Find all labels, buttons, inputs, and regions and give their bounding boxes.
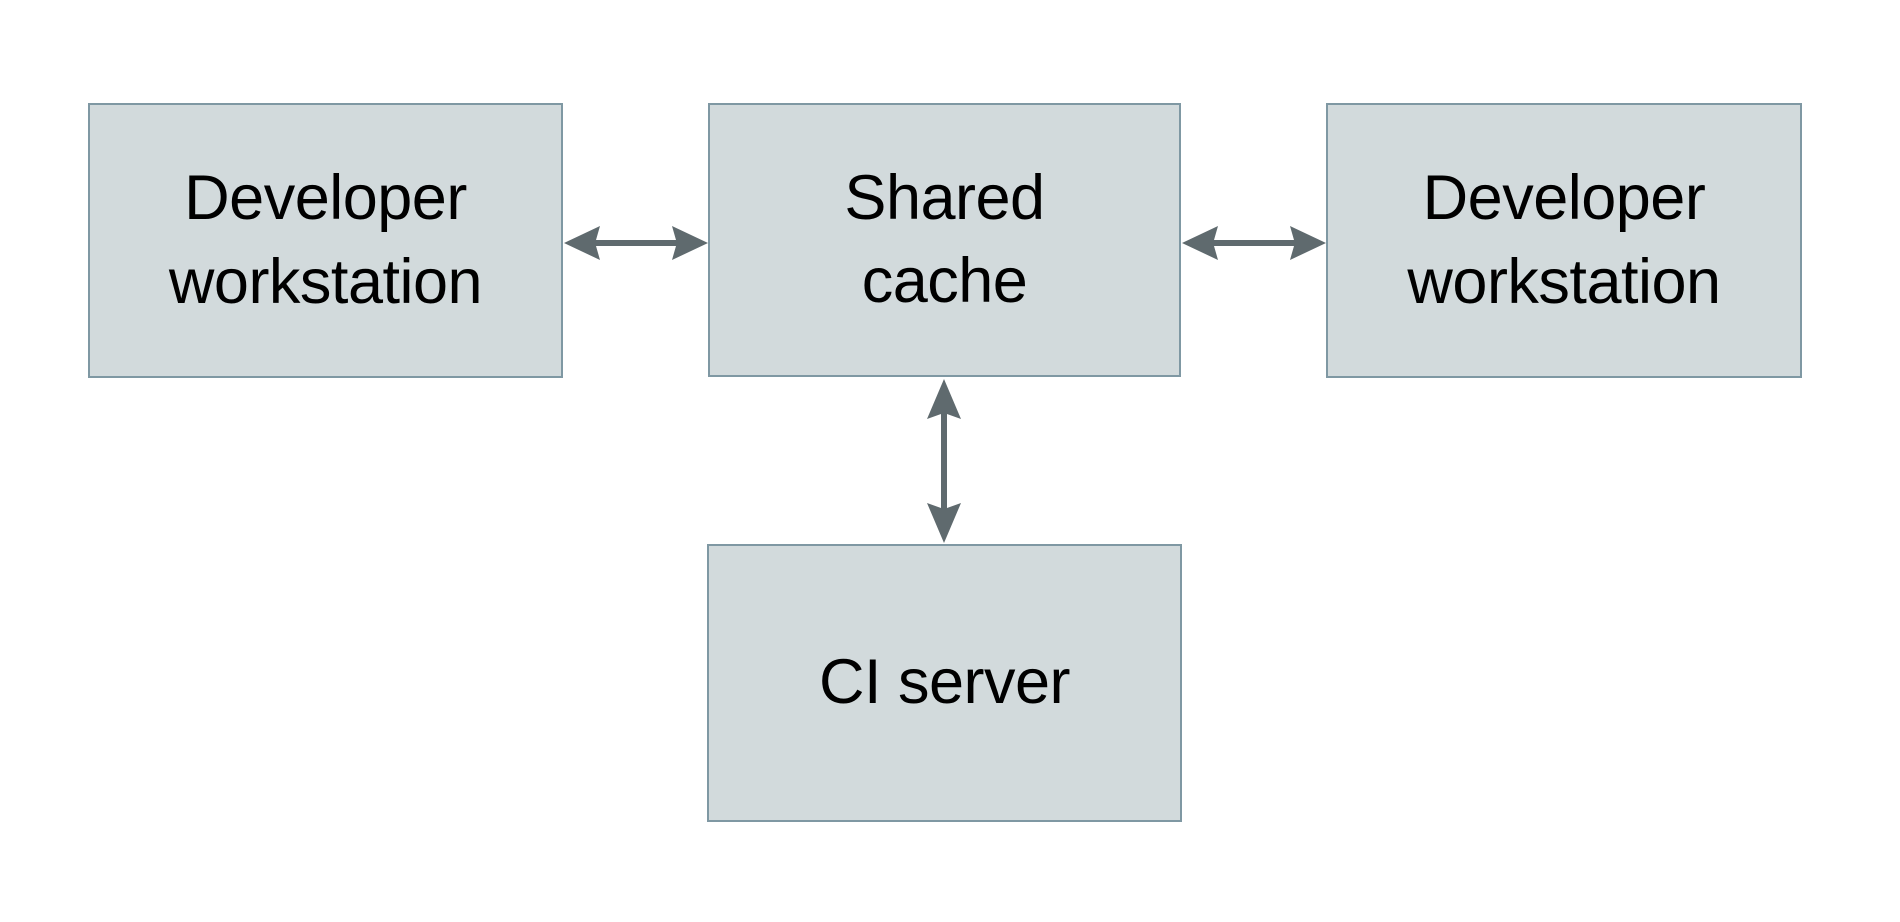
double-headed-arrow-icon (927, 379, 961, 543)
node-developer-workstation-left[interactable]: Developer workstation (88, 103, 563, 378)
node-label: Developer workstation (1407, 163, 1721, 317)
double-headed-arrow-icon (564, 226, 708, 260)
edge-shared-cache-to-ci-server[interactable] (913, 375, 975, 547)
double-headed-arrow-icon (1182, 226, 1326, 260)
edge-shared-cache-to-developer-right[interactable] (1178, 212, 1330, 274)
node-ci-server[interactable]: CI server (707, 544, 1182, 822)
node-label: Shared cache (844, 162, 1045, 316)
node-developer-workstation-right[interactable]: Developer workstation (1326, 103, 1802, 378)
node-label: Developer workstation (168, 163, 483, 317)
node-label: CI server (818, 647, 1071, 718)
edge-developer-left-to-shared-cache[interactable] (560, 212, 712, 274)
node-shared-cache[interactable]: Shared cache (708, 103, 1181, 377)
